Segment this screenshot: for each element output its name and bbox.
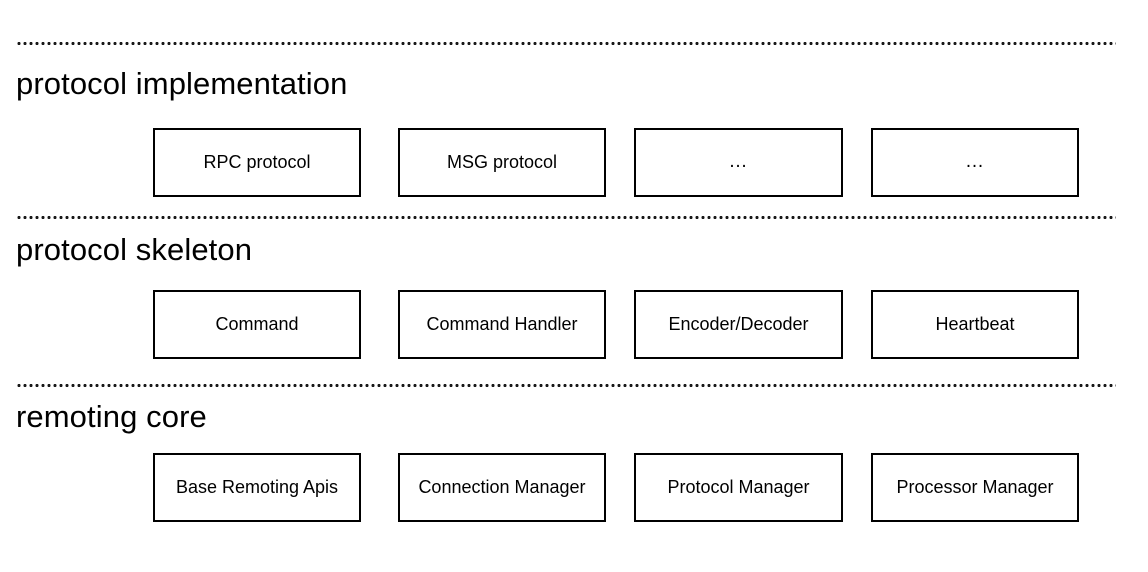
layer-separator-top [16, 42, 1116, 45]
component-box-protocol-placeholder-1: … [634, 128, 843, 197]
layer-title-remoting-core: remoting core [16, 399, 207, 434]
layer-title-protocol-skeleton: protocol skeleton [16, 232, 253, 267]
component-box-command-handler: Command Handler [398, 290, 606, 359]
component-box-rpc-protocol: RPC protocol [153, 128, 361, 197]
component-box-msg-protocol: MSG protocol [398, 128, 606, 197]
component-box-processor-manager: Processor Manager [871, 453, 1079, 522]
layer-separator-middle [16, 216, 1116, 219]
component-box-protocol-placeholder-2: … [871, 128, 1079, 197]
component-box-connection-manager: Connection Manager [398, 453, 606, 522]
component-box-encoder-decoder: Encoder/Decoder [634, 290, 843, 359]
layer-separator-bottom [16, 384, 1116, 387]
component-box-base-remoting-apis: Base Remoting Apis [153, 453, 361, 522]
layer-title-protocol-implementation: protocol implementation [16, 66, 348, 101]
component-box-protocol-manager: Protocol Manager [634, 453, 843, 522]
component-box-heartbeat: Heartbeat [871, 290, 1079, 359]
component-box-command: Command [153, 290, 361, 359]
